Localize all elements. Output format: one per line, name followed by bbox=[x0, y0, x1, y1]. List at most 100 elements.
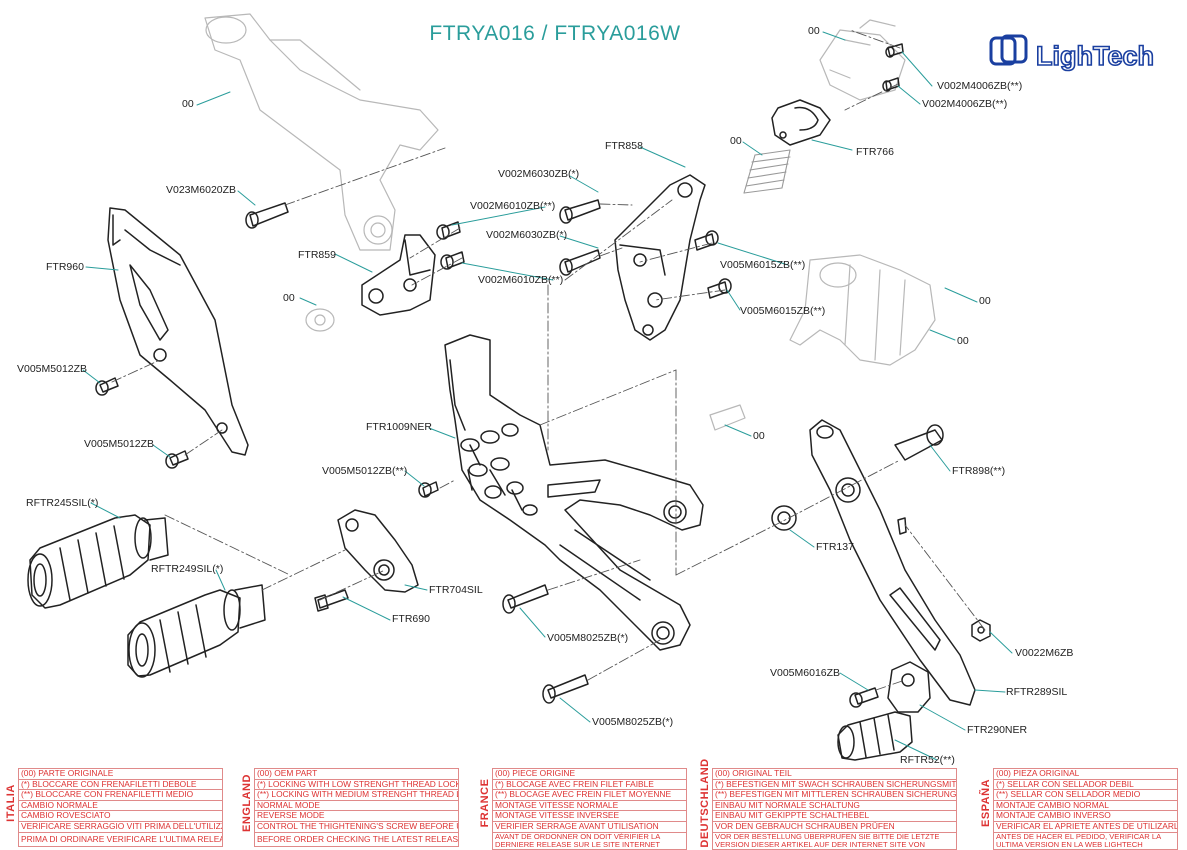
legend-row: (**) LOCKING WITH MEDIUM STRENGHT THREAD… bbox=[254, 789, 459, 800]
legend-row: CAMBIO ROVESCIATO bbox=[18, 810, 223, 821]
legend-row: BEFORE ORDER CHECKING THE LATEST RELEASE… bbox=[254, 831, 459, 847]
logo-text: LighTech bbox=[1036, 41, 1154, 71]
label-oem-pin: 00 bbox=[753, 430, 765, 442]
legend-row: MONTAGE VITESSE NORMALE bbox=[492, 799, 687, 811]
ftr1009ner-main-plate bbox=[444, 334, 704, 651]
legend-row: (00) ORIGINAL TEIL bbox=[712, 768, 957, 779]
label-rftr245sil: RFTR245SIL(*) bbox=[26, 497, 99, 509]
label-v005m5012zb-b: V005M5012ZB bbox=[84, 438, 155, 450]
legend-row: PRIMA DI ORDINARE VERIFICARE L'ULTIMA RE… bbox=[18, 831, 223, 847]
label-ftr1009ner: FTR1009NER bbox=[366, 421, 432, 433]
label-v002m6030zb-b: V002M6030ZB(*) bbox=[486, 229, 568, 241]
logo-mark: LighTech bbox=[989, 34, 1155, 72]
legend-row: (00) PIEZA ORIGINAL bbox=[993, 768, 1178, 779]
ftr859-bracket bbox=[361, 234, 436, 316]
ftr898-pin bbox=[894, 424, 944, 461]
legend-row: MONTAJE CAMBIO NORMAL bbox=[993, 799, 1178, 811]
legend-row: NORMAL MODE bbox=[254, 799, 459, 811]
legend-country-label: DEUTSCHLAND bbox=[698, 758, 711, 848]
label-ftr960: FTR960 bbox=[46, 261, 84, 273]
label-ftr137: FTR137 bbox=[816, 541, 854, 553]
legend-italia: ITALIA (00) PARTE ORIGINALE (*) BLOCCARE… bbox=[3, 768, 225, 847]
ftr704sil-arm bbox=[337, 509, 419, 593]
label-rftr52: RFTR52(**) bbox=[900, 754, 955, 766]
label-ftr859: FTR859 bbox=[298, 249, 336, 261]
legend-row: (*) SELLAR CON SELLADOR DEBIL bbox=[993, 778, 1178, 790]
label-v005m6015zb-b: V005M6015ZB(**) bbox=[740, 305, 826, 317]
label-v002m4006zb-b: V002M4006ZB(**) bbox=[922, 98, 1008, 110]
legend-country-label: ESPAÑA bbox=[979, 778, 992, 828]
label-oem-top-right: 00 bbox=[808, 25, 820, 37]
rftr289sil-lever bbox=[809, 419, 976, 706]
label-rftr249sil: RFTR249SIL(*) bbox=[151, 563, 224, 575]
legend-row: (*) BEFESTIGEN MIT SWACH SCHRAUBEN SICHE… bbox=[712, 778, 957, 790]
legend-country-label: ITALIA bbox=[4, 784, 17, 822]
spring bbox=[743, 149, 791, 194]
rftr249sil-footpeg bbox=[127, 584, 266, 678]
oem-ghost-parts bbox=[204, 13, 936, 431]
legend-row: MONTAJE CAMBIO INVERSO bbox=[993, 810, 1178, 821]
label-v023m6020zb: V023M6020ZB bbox=[166, 184, 237, 196]
label-ftr898: FTR898(**) bbox=[952, 465, 1006, 477]
legend-row: (*) LOCKING WITH LOW STRENGHT THREAD LOC… bbox=[254, 778, 459, 790]
legend-row: CONTROL THE THIGHTENING'S SCREW BEFORE U… bbox=[254, 820, 459, 832]
legend-row: VERIFIER SERRAGE AVANT UTILISATION bbox=[492, 820, 687, 832]
label-ftr290ner: FTR290NER bbox=[967, 724, 1028, 736]
ftr766-clamp bbox=[771, 99, 831, 146]
label-ftr704sil: FTR704SIL bbox=[429, 584, 483, 596]
legend-country-label: FRANCE bbox=[478, 778, 491, 828]
label-oem-859: 00 bbox=[283, 292, 295, 304]
label-v002m6010zb-b: V002M6010ZB(**) bbox=[478, 274, 564, 286]
label-ftr858: FTR858 bbox=[605, 140, 643, 152]
label-rftr289sil: RFTR289SIL bbox=[1006, 686, 1068, 698]
legend-row: VOR DEN GEBRAUCH SCHRAUBEN PRÜFEN bbox=[712, 820, 957, 832]
legend-row: (**) SELLAR CON SELLADOR MEDIO bbox=[993, 789, 1178, 800]
legend-row: (00) PARTE ORIGINALE bbox=[18, 768, 223, 779]
legend-row: MONTAGE VITESSE INVERSEE bbox=[492, 810, 687, 821]
legend-row: EINBAU MIT NORMALE SCHALTUNG bbox=[712, 799, 957, 811]
diagram-title: FTRYA016 / FTRYA016W bbox=[429, 22, 681, 45]
label-v005m5012zb-c: V005M5012ZB(**) bbox=[322, 465, 408, 477]
ftr290ner-pivot bbox=[887, 661, 931, 713]
leader-lines bbox=[82, 31, 1013, 761]
legend-row: (00) OEM PART bbox=[254, 768, 459, 779]
legend-france: FRANCE (00) PIECE ORIGINE (*) BLOCAGE AV… bbox=[477, 768, 689, 850]
legend-row: VERIFICAR EL APRIETE ANTES DE UTILIZARLO bbox=[993, 820, 1178, 832]
label-v0022m6zb: V0022M6ZB bbox=[1015, 647, 1074, 659]
legend-espana: ESPAÑA (00) PIEZA ORIGINAL (*) SELLAR CO… bbox=[978, 768, 1180, 850]
legend-england: ENGLAND (00) OEM PART (*) LOCKING WITH L… bbox=[239, 768, 461, 847]
screws bbox=[95, 43, 907, 708]
label-v005m6015zb-a: V005M6015ZB(**) bbox=[720, 259, 806, 271]
label-v005m5012zb-a: V005M5012ZB bbox=[17, 363, 88, 375]
legend-row: (00) PIECE ORIGINE bbox=[492, 768, 687, 779]
v0022m6zb-nut bbox=[971, 619, 991, 642]
lightech-logo: LighTech bbox=[988, 34, 1166, 74]
legend-row: VERIFICARE SERRAGGIO VITI PRIMA DELL'UTI… bbox=[18, 820, 223, 832]
label-oem-spring: 00 bbox=[730, 135, 742, 147]
legend-row: CAMBIO NORMALE bbox=[18, 799, 223, 811]
label-ftr766: FTR766 bbox=[856, 146, 894, 158]
label-oem-mc-b: 00 bbox=[957, 335, 969, 347]
label-v002m6010zb-a: V002M6010ZB(**) bbox=[470, 200, 556, 212]
ftr137-washer bbox=[771, 505, 797, 531]
legend-row: (**) BLOCAGE AVEC FREIN FILET MOYENNE bbox=[492, 789, 687, 800]
axis-lines bbox=[111, 29, 986, 691]
label-v005m6016zb: V005M6016ZB bbox=[770, 667, 841, 679]
legend-row: (**) BEFESTIGEN MIT MITTLEREN SCHRAUBEN … bbox=[712, 789, 957, 800]
label-ftr690: FTR690 bbox=[392, 613, 430, 625]
legend-country-label: ENGLAND bbox=[240, 774, 253, 832]
label-v002m6030zb-a: V002M6030ZB(*) bbox=[498, 168, 580, 180]
rftr52-brake-peg bbox=[837, 711, 913, 761]
label-v002m4006zb-a: V002M4006ZB(**) bbox=[937, 80, 1023, 92]
legend-row: REVERSE MODE bbox=[254, 810, 459, 821]
legend-row: (**) BLOCCARE CON FRENAFILETTI MEDIO bbox=[18, 789, 223, 800]
label-v005m8025zb-a: V005M8025ZB(*) bbox=[547, 632, 629, 644]
legend-row: (*) BLOCCARE CON FRENAFILETTI DEBOLE bbox=[18, 778, 223, 790]
legend-row: EINBAU MIT GEKIPPTE SCHALTHEBEL bbox=[712, 810, 957, 821]
legend-deutschland: DEUTSCHLAND (00) ORIGINAL TEIL (*) BEFES… bbox=[697, 758, 959, 850]
rftr245sil-footpeg bbox=[27, 514, 169, 609]
label-oem-top-left: 00 bbox=[182, 98, 194, 110]
ftr858-bracket bbox=[614, 174, 706, 341]
